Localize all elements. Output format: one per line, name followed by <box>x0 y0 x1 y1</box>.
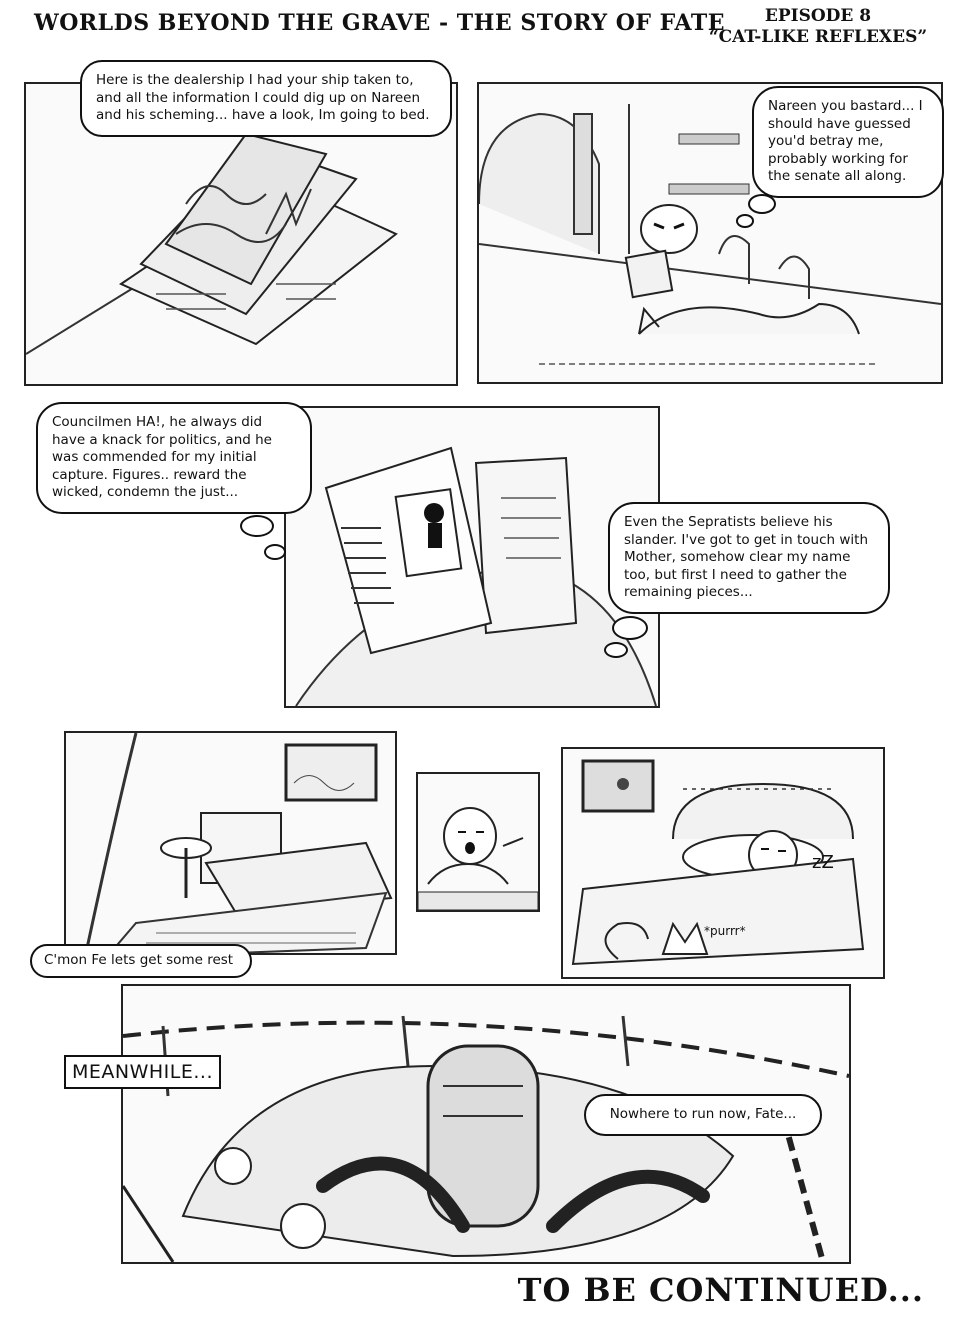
panel-3-thought-bubble-right: Even the Sepratists believe his slander.… <box>608 502 890 614</box>
episode-number: EPISODE 8 <box>764 6 872 26</box>
panel-3-thought-bubble-left: Councilmen HA!, he always did have a kna… <box>36 402 312 514</box>
episode-title: “CAT-LIKE REFLEXES” <box>708 27 928 47</box>
panel-3-newspaper <box>284 406 660 708</box>
panel-2-thought-dot-small <box>736 214 754 228</box>
panel-4-bedroom <box>64 731 397 955</box>
snore-sound-effect: zZ <box>812 852 834 873</box>
newspaper-drawing <box>295 446 657 706</box>
panel-6-sleeping <box>561 747 885 979</box>
panel-2-thought-dot-large <box>748 194 776 214</box>
comic-title: WORLDS BEYOND THE GRAVE - THE STORY OF F… <box>34 10 725 36</box>
panel-7-speech-bubble: Nowhere to run now, Fate... <box>584 1094 822 1136</box>
panel-5-yawn <box>416 772 540 912</box>
panel-3-thought-dot-left-small <box>264 544 286 560</box>
panel-3-thought-dot-left-large <box>240 515 274 537</box>
documents-drawing <box>26 132 398 355</box>
meanwhile-caption: MEANWHILE... <box>64 1055 221 1089</box>
bedroom-drawing <box>84 733 393 953</box>
panel-3-thought-dot-right-small <box>604 642 628 658</box>
panel-2-thought-bubble: Nareen you bastard... I should have gues… <box>752 86 944 198</box>
sleeping-drawing <box>571 759 865 966</box>
purr-sound-effect: *purrr* <box>704 924 746 938</box>
yawn-drawing <box>418 807 538 910</box>
panel-4-speech-bubble: C'mon Fe lets get some rest <box>30 944 252 978</box>
panel-1-speech-bubble: Here is the dealership I had your ship t… <box>80 60 452 137</box>
to-be-continued: TO BE CONTINUED... <box>517 1271 924 1309</box>
episode-heading: EPISODE 8 “CAT-LIKE REFLEXES” <box>698 6 938 48</box>
panel-3-thought-dot-right-large <box>612 616 648 640</box>
reading-room-drawing <box>479 104 941 365</box>
panel-2-reading-room <box>477 82 943 384</box>
